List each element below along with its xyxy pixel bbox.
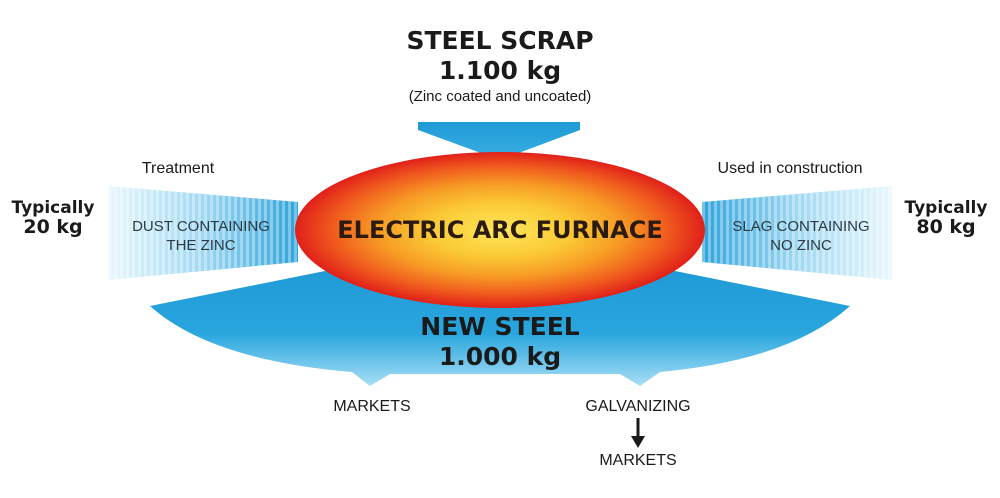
dust-typical-label: Typically — [11, 198, 95, 218]
scrap-amount: 1.100 kg — [438, 56, 562, 85]
slag-typical-label: Typically — [904, 198, 988, 218]
slag-fan-stripes — [702, 186, 892, 280]
dust-label-line1: DUST CONTAINING — [132, 218, 270, 235]
scrap-title: STEEL SCRAP — [406, 26, 594, 55]
dust-use-label: Treatment — [141, 160, 215, 177]
scrap-note: (Zinc coated and uncoated) — [408, 88, 592, 105]
galvanizing-label: GALVANIZING — [585, 398, 691, 415]
dust-fan-stripes — [108, 186, 298, 280]
scrap-input-funnel — [418, 122, 580, 160]
furnace-body — [295, 152, 705, 308]
markets-right-label: MARKETS — [599, 452, 677, 469]
slag-use-label: Used in construction — [717, 160, 863, 177]
new-steel-title: NEW STEEL — [420, 312, 580, 341]
dust-label-line2: THE ZINC — [166, 237, 236, 254]
furnace-label: ELECTRIC ARC FURNACE — [337, 216, 663, 244]
slag-label-line2: NO ZINC — [770, 237, 832, 254]
slag-label-line1: SLAG CONTAINING — [732, 218, 870, 235]
slag-amount: 80 kg — [916, 216, 976, 238]
dust-amount: 20 kg — [23, 216, 83, 238]
markets-left-label: MARKETS — [333, 398, 411, 415]
galvanizing-arrow-icon — [631, 436, 645, 448]
new-steel-amount: 1.000 kg — [438, 342, 562, 371]
new-steel-bowl — [150, 270, 850, 386]
